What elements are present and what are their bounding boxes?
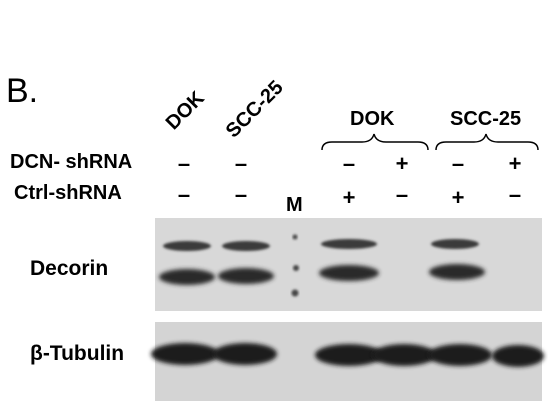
- sign-dcn-lane5: –: [451, 151, 465, 176]
- tubulin-band-lane4: [372, 344, 436, 366]
- sign-ctrl-lane3: +: [342, 185, 356, 210]
- marker-spot-3: [291, 289, 299, 297]
- brace-scc25: [435, 133, 539, 151]
- tubulin-blot: [151, 322, 544, 401]
- decorin-blot: [155, 218, 542, 311]
- blot-label-decorin: Decorin: [30, 257, 109, 280]
- sign-ctrl-lane4: –: [395, 182, 409, 207]
- sign-dcn-lane1: –: [177, 151, 191, 176]
- marker-label: M: [286, 194, 303, 216]
- row-label-dcn-shrna: DCN- shRNA: [10, 151, 133, 173]
- decorin-band-lower-lane1: [159, 269, 215, 285]
- decorin-band-upper-lane2: [222, 241, 270, 251]
- tubulin-band-lane3: [315, 344, 383, 366]
- sign-ctrl-lane2: –: [234, 182, 248, 207]
- tubulin-band-lane6: [492, 345, 544, 367]
- decorin-band-upper-lane5: [431, 239, 479, 249]
- marker-spot-2: [293, 265, 299, 271]
- blot-label-tubulin: β-Tubulin: [30, 342, 125, 365]
- sign-dcn-lane6: +: [508, 151, 522, 176]
- group-label-dok: DOK: [350, 108, 395, 130]
- sign-ctrl-lane6: –: [508, 182, 522, 207]
- marker-spot-1: [292, 234, 298, 240]
- tubulin-band-lane2: [213, 343, 277, 365]
- panel-label: B.: [6, 72, 39, 110]
- row-label-ctrl-shrna: Ctrl-shRNA: [14, 182, 122, 204]
- brace-dok: [321, 133, 429, 151]
- decorin-band-upper-lane3: [321, 239, 377, 249]
- decorin-band-upper-lane1: [163, 241, 211, 251]
- decorin-band-lower-lane5: [429, 264, 485, 280]
- sign-dcn-lane3: –: [342, 151, 356, 176]
- tubulin-band-lane1: [151, 343, 219, 365]
- decorin-band-lower-lane2: [218, 268, 274, 284]
- group-label-scc25: SCC-25: [450, 108, 522, 130]
- sign-ctrl-lane1: –: [177, 182, 191, 207]
- tubulin-band-lane5: [428, 344, 492, 366]
- decorin-band-lower-lane3: [319, 265, 379, 281]
- sign-dcn-lane2: –: [234, 151, 248, 176]
- sign-ctrl-lane5: +: [451, 185, 465, 210]
- sign-dcn-lane4: +: [395, 151, 409, 176]
